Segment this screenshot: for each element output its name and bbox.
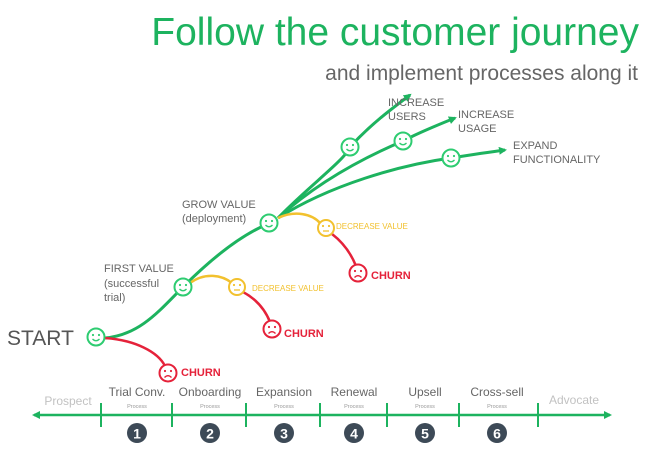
timeline-start-label: Prospect <box>44 394 92 408</box>
stage-process-label: Process <box>344 404 364 410</box>
decrease-value-label: DECREASE VALUE <box>336 222 408 231</box>
first-value-label: FIRST VALUE (successful trial) <box>104 263 174 304</box>
decrease-neutral-icon <box>317 219 335 237</box>
svg-text:FIRST VALUE: FIRST VALUE <box>104 263 174 275</box>
svg-text:trial): trial) <box>104 292 125 304</box>
stage-number-badge <box>274 423 294 443</box>
svg-text:FUNCTIONALITY: FUNCTIONALITY <box>513 154 601 166</box>
stage-name: Onboarding <box>179 385 242 399</box>
grow-value-label: GROW VALUE (deployment) <box>182 199 256 225</box>
stage-number-badge <box>487 423 507 443</box>
stage-name: Cross-sell <box>470 385 523 399</box>
expand-label: EXPAND FUNCTIONALITY <box>513 140 601 166</box>
path-churn-1 <box>242 290 272 323</box>
page-title: Follow the customer journey <box>151 11 639 54</box>
stage-number: 2 <box>206 426 214 442</box>
stage-number: 6 <box>493 426 501 442</box>
timeline-ticks <box>100 403 539 427</box>
stage-process-label: Process <box>415 404 435 410</box>
churn-label: CHURN <box>181 367 221 379</box>
stage-number: 4 <box>350 426 358 442</box>
svg-text:INCREASE: INCREASE <box>388 97 444 109</box>
increase-users-label: INCREASE USERS <box>388 97 444 123</box>
svg-text:(successful: (successful <box>104 278 159 290</box>
churn-label: CHURN <box>284 328 324 340</box>
grow-value-happy-icon <box>259 213 279 233</box>
stage-number: 3 <box>280 426 288 442</box>
stage-process-label: Process <box>274 404 294 410</box>
stage-process-label: Process <box>127 404 147 410</box>
svg-text:USAGE: USAGE <box>458 123 497 135</box>
svg-text:(deployment): (deployment) <box>182 213 246 225</box>
stage-number-badge <box>200 423 220 443</box>
start-happy-icon <box>86 327 106 347</box>
stage-1: Trial Conv. Process 1 <box>109 385 166 443</box>
churn-sad-icon <box>348 263 368 283</box>
decrease-neutral-icon <box>228 278 246 296</box>
svg-text:EXPAND: EXPAND <box>513 140 557 152</box>
increase-usage-happy-icon <box>393 131 413 151</box>
start-label: START <box>7 327 74 350</box>
path-start-churn <box>104 336 167 367</box>
churn-sad-icon <box>262 319 282 339</box>
increase-users-happy-icon <box>340 137 360 157</box>
stage-number: 5 <box>421 426 429 442</box>
stage-name: Renewal <box>331 385 378 399</box>
timeline-end-label: Advocate <box>549 393 599 407</box>
path-churn-2 <box>331 233 358 267</box>
decrease-value-label: DECREASE VALUE <box>252 284 324 293</box>
path-expand <box>277 146 507 220</box>
stage-name: Trial Conv. <box>109 385 166 399</box>
path-increase-usage <box>276 116 457 220</box>
stage-process-label: Process <box>487 404 507 410</box>
churn-sad-icon <box>158 363 178 383</box>
stage-number: 1 <box>133 426 141 442</box>
svg-text:USERS: USERS <box>388 111 426 123</box>
svg-text:INCREASE: INCREASE <box>458 109 514 121</box>
stage-number-badge <box>127 423 147 443</box>
path-decrease-value-1 <box>189 274 233 285</box>
expand-happy-icon <box>441 148 461 168</box>
first-value-happy-icon <box>173 277 193 297</box>
stage-process-label: Process <box>200 404 220 410</box>
path-decrease-value-2 <box>277 212 321 224</box>
svg-text:GROW VALUE: GROW VALUE <box>182 199 256 211</box>
stage-number-badge <box>344 423 364 443</box>
increase-usage-label: INCREASE USAGE <box>458 109 514 135</box>
stage-number-badge <box>415 423 435 443</box>
stage-name: Upsell <box>408 385 441 399</box>
page-subtitle: and implement processes along it <box>325 62 638 85</box>
stage-name: Expansion <box>256 385 312 399</box>
churn-label: CHURN <box>371 270 411 282</box>
